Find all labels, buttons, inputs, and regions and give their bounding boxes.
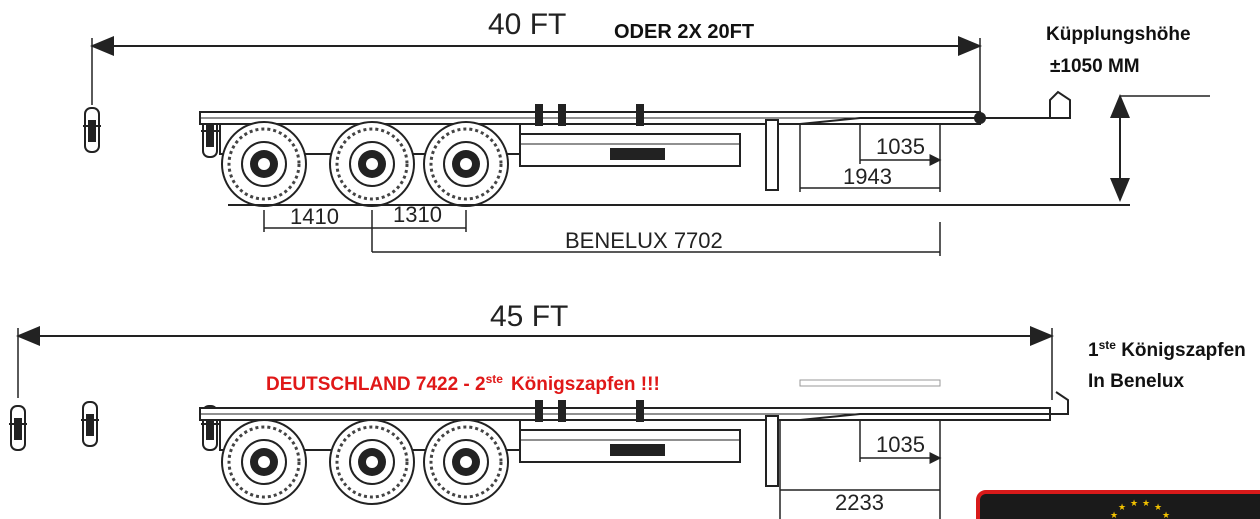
svg-text:★: ★ bbox=[1118, 502, 1126, 512]
kingpin-subtitle: In Benelux bbox=[1088, 371, 1185, 392]
svg-text:★: ★ bbox=[1154, 502, 1162, 512]
dim-benelux: BENELUX 7702 bbox=[565, 228, 723, 253]
wheel-icon bbox=[220, 418, 308, 506]
svg-text:★: ★ bbox=[1130, 498, 1138, 508]
rear-lamp-icon bbox=[8, 405, 28, 451]
svg-text:★: ★ bbox=[1162, 510, 1170, 519]
dim-axle-1: 1410 bbox=[290, 204, 339, 229]
rear-lamp-icon bbox=[80, 401, 100, 447]
wheel-icon bbox=[328, 418, 416, 506]
svg-text:★: ★ bbox=[1142, 498, 1150, 508]
wheel-icon bbox=[220, 120, 308, 208]
coupling-height-title: Küpplungshöhe bbox=[1046, 24, 1191, 45]
alt-length-label: ODER 2X 20FT bbox=[614, 21, 754, 43]
wheel-icon bbox=[422, 418, 510, 506]
dim-front-long: 1943 bbox=[843, 164, 892, 189]
coupling-height-value: ±1050 MM bbox=[1050, 56, 1140, 77]
trailer-top-drawing bbox=[82, 90, 1130, 208]
top-section: 40 FT ODER 2X 20FT Küpplungshöhe ±1050 M… bbox=[82, 8, 1210, 256]
length-label-45ft: 45 FT bbox=[490, 300, 568, 333]
wheel-icon bbox=[328, 120, 416, 208]
eu-stars-badge: ★ ★ ★ ★ ★ ★ bbox=[976, 490, 1260, 519]
kingpin-title: 1ste Königszapfen bbox=[1088, 338, 1246, 361]
dim-axle-2: 1310 bbox=[393, 202, 442, 227]
length-label-40ft: 40 FT bbox=[488, 8, 566, 41]
dim-front-short-45: 1035 bbox=[876, 432, 925, 457]
trailer-bottom-drawing bbox=[8, 379, 1069, 506]
wheel-icon bbox=[422, 120, 510, 208]
dim-front-long-45: 2233 bbox=[835, 490, 884, 515]
rear-lamp-icon bbox=[82, 107, 102, 153]
svg-text:★: ★ bbox=[1110, 510, 1118, 519]
dim-front-short: 1035 bbox=[876, 134, 925, 159]
